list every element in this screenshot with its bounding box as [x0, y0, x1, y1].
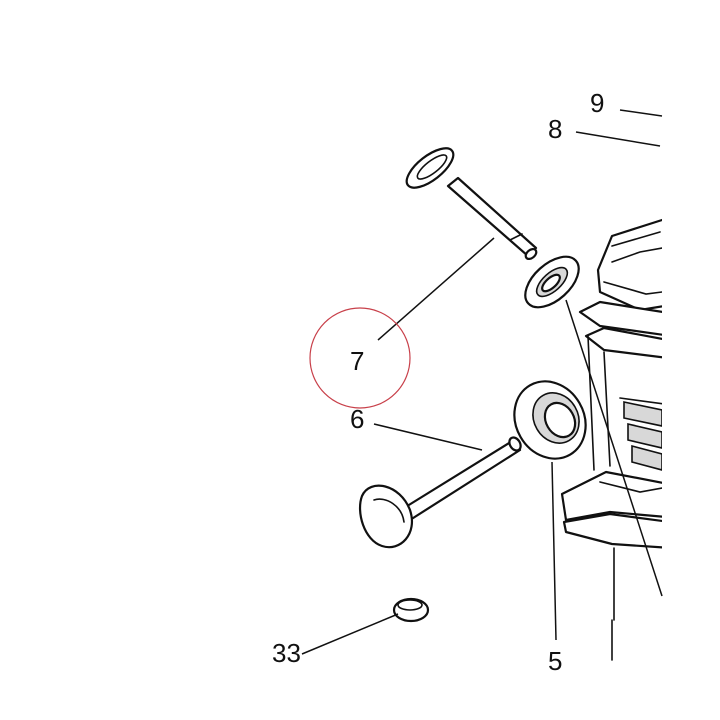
- valve-seal-upper: [524, 255, 580, 309]
- valve-seat-ring: [513, 380, 587, 460]
- callout-5: 5: [548, 646, 562, 676]
- leader-5: [551, 461, 557, 641]
- leader-9: [619, 109, 663, 117]
- valve-lower: [358, 436, 522, 549]
- callout-6: 6: [350, 404, 364, 434]
- callout-33: 33: [272, 638, 301, 668]
- valve-upper: [405, 147, 538, 261]
- leader-8: [575, 131, 661, 147]
- leader-6: [373, 423, 483, 451]
- leader-lines: [301, 109, 663, 655]
- callout-8: 8: [548, 114, 562, 144]
- callout-7: 7: [350, 346, 364, 376]
- highlight-circle: [309, 307, 411, 409]
- shim-cap: [392, 597, 430, 623]
- leader-long: [565, 299, 663, 597]
- leader-7: [377, 237, 495, 341]
- callout-9: 9: [590, 88, 604, 118]
- leader-33: [301, 613, 399, 655]
